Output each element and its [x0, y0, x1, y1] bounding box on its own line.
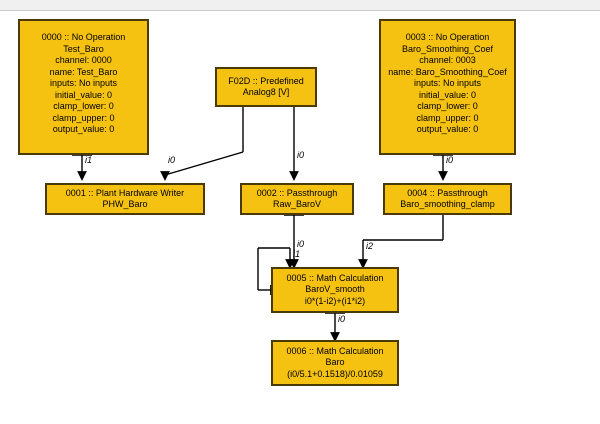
- node-0002-line-1: Raw_BaroV: [272, 199, 322, 209]
- node-0003-line-8: output_value: 0: [416, 124, 479, 134]
- node-0003-line-2: channel: 0003: [419, 55, 476, 65]
- wire-0005-to-0006: [325, 312, 345, 342]
- wire-0000-to-0001: [72, 154, 92, 181]
- wire-label-0005-to-0006: i0: [338, 314, 346, 324]
- node-0006-line-2: (i0/5.1+0.1518)/0.01059: [287, 368, 383, 379]
- wire-label-0003-to-0004: i0: [446, 155, 454, 165]
- node-0003-line-1: Baro_Smoothing_Coef: [401, 43, 494, 54]
- node-0004-line-0: 0004 :: Passthrough: [407, 187, 488, 198]
- wire-label-0000-to-0001: i1: [85, 155, 93, 165]
- node-0001-line-1: PHW_Baro: [102, 199, 148, 209]
- node-0000-line-4: inputs: No inputs: [49, 78, 118, 88]
- node-0005-line-0: 0005 :: Math Calculation: [286, 272, 384, 283]
- node-0006-math-calculation[interactable]: 0006 :: Math Calculation Baro (i0/5.1+0.…: [271, 340, 399, 386]
- node-0000-line-7: clamp_upper: 0: [52, 112, 115, 123]
- window-top-strip: [0, 0, 600, 11]
- node-0003-line-6: clamp_lower: 0: [417, 101, 478, 111]
- node-0001-plant-hardware-writer[interactable]: 0001 :: Plant Hardware Writer PHW_Baro: [45, 183, 205, 215]
- node-0005-line-2: i0*(1-i2)+(i1*i2): [304, 295, 366, 306]
- node-0002-line-0: 0002 :: Passthrough: [256, 187, 338, 198]
- wire-0003-to-0004: [433, 154, 453, 181]
- wire-label-0002-to-0005: i0: [297, 239, 305, 249]
- node-f02d-line-0: F02D :: Predefined: [228, 75, 304, 86]
- wire-label-f02d-to-0002: i0: [297, 150, 305, 160]
- node-0000-line-3: name: Test_Baro: [49, 66, 118, 77]
- node-f02d-line-1: Analog8 [V]: [242, 87, 290, 97]
- wire-label-f02d-to-0001: i0: [168, 155, 176, 165]
- wire-label-feedback-to-0005: i1: [293, 249, 301, 259]
- node-0001-line-0: 0001 :: Plant Hardware Writer: [65, 187, 185, 198]
- wire-0004-to-0005: [358, 215, 444, 269]
- node-0000-line-5: initial_value: 0: [54, 89, 113, 100]
- node-0004-line-1: Baro_smoothing_clamp: [400, 199, 495, 209]
- node-0005-line-1: BaroV_smooth: [305, 284, 365, 295]
- node-0006-line-1: Baro: [325, 357, 345, 368]
- node-0000-line-8: output_value: 0: [52, 124, 115, 134]
- node-0003-line-4: inputs: No inputs: [413, 78, 482, 88]
- node-0000-line-2: channel: 0000: [55, 55, 112, 65]
- node-0000-no-operation[interactable]: 0000 :: No Operation Test_Baro channel: …: [18, 19, 149, 155]
- node-0003-no-operation[interactable]: 0003 :: No Operation Baro_Smoothing_Coef…: [379, 19, 516, 155]
- wire-0002-to-0005: [284, 214, 304, 269]
- node-0000-line-0: 0000 :: No Operation: [41, 32, 126, 42]
- node-0004-passthrough[interactable]: 0004 :: Passthrough Baro_smoothing_clamp: [383, 183, 512, 215]
- node-0006-line-0: 0006 :: Math Calculation: [286, 345, 384, 356]
- node-0000-line-6: clamp_lower: 0: [53, 101, 114, 111]
- node-0002-passthrough[interactable]: 0002 :: Passthrough Raw_BaroV: [240, 183, 354, 215]
- wire-label-0004-to-0005: i2: [366, 241, 374, 251]
- node-f02d-predefined[interactable]: F02D :: Predefined Analog8 [V]: [215, 67, 317, 107]
- wire-f02d-to-0001: [160, 107, 244, 181]
- node-0003-line-7: clamp_upper: 0: [416, 112, 479, 123]
- node-0005-math-calculation[interactable]: 0005 :: Math Calculation BaroV_smooth i0…: [271, 267, 399, 313]
- node-0000-line-1: Test_Baro: [63, 43, 104, 54]
- node-0003-line-0: 0003 :: No Operation: [405, 32, 490, 42]
- node-0003-line-3: name: Baro_Smoothing_Coef: [388, 66, 507, 77]
- node-0003-line-5: initial_value: 0: [418, 89, 477, 100]
